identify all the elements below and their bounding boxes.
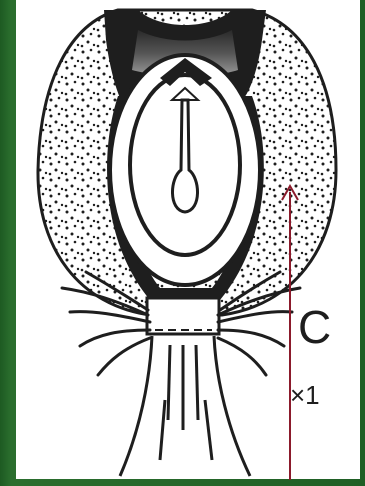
ovary-base <box>147 298 219 334</box>
pedicel <box>120 336 250 476</box>
figure-label: C <box>298 304 331 350</box>
magnification-label: ×1 <box>290 382 320 408</box>
